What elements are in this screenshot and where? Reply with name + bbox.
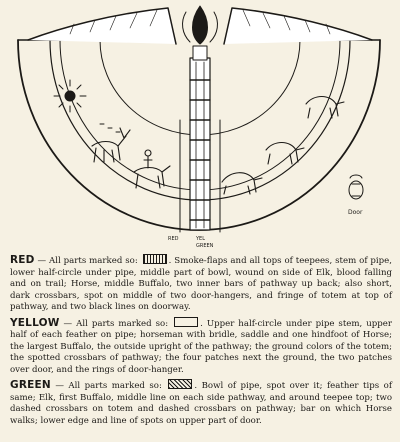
door-hanger-icon — [348, 174, 364, 200]
legend-yellow-name: YELLOW — [10, 316, 60, 329]
label-door: Door — [348, 209, 363, 216]
color-legend: RED — All parts marked so: . Smoke-flaps… — [10, 254, 392, 430]
legend-green-intro: — All parts marked so: — [55, 381, 162, 391]
label-red: RED — [168, 236, 179, 242]
smoke-flap-left — [27, 7, 177, 45]
elk-figure — [91, 127, 131, 163]
legend-green: GREEN — All parts marked so: . Bowl of p… — [10, 379, 392, 427]
legend-red-intro: — All parts marked so: — [37, 256, 138, 266]
buffalo-figure-1 — [221, 172, 263, 195]
totem — [192, 45, 208, 61]
legend-red: RED — All parts marked so: . Smoke-flaps… — [10, 254, 392, 314]
trail-marks — [99, 123, 121, 133]
horseman-figure — [133, 149, 171, 189]
legend-green-name: GREEN — [10, 379, 51, 391]
teepee-cover-diagram: Door RED YEL GREEN — [17, 5, 381, 249]
legend-yellow: YELLOW — All parts marked so: . Upper ha… — [10, 316, 393, 377]
label-yellow: YEL — [195, 236, 205, 242]
sun-icon — [53, 79, 87, 113]
pathway-crossbars — [189, 79, 211, 221]
flame-icon — [192, 5, 208, 45]
legend-red-name: RED — [10, 254, 35, 266]
smoke-flap-right — [223, 7, 373, 45]
legend-yellow-intro: — All parts marked so: — [63, 318, 169, 329]
buffalo-figure-2 — [265, 141, 305, 165]
red-swatch-icon — [142, 254, 167, 264]
green-swatch-icon — [168, 379, 193, 389]
buffalo-figure-3 — [305, 95, 345, 119]
legend-yellow-text: . Upper half-circle under pipe stem, upp… — [10, 318, 393, 375]
feather-left — [182, 11, 191, 43]
label-green: GREEN — [196, 243, 214, 249]
legend-green-text: . Bowl of pipe, spot over it; feather ti… — [10, 381, 393, 426]
doorway-lines — [179, 119, 221, 233]
yellow-swatch-icon — [174, 316, 199, 327]
flap-hatching — [69, 9, 331, 35]
pathway — [189, 57, 211, 231]
feather-right — [209, 11, 218, 43]
legend-red-text: . Smoke-flaps and all tops of teepees, s… — [10, 256, 392, 312]
